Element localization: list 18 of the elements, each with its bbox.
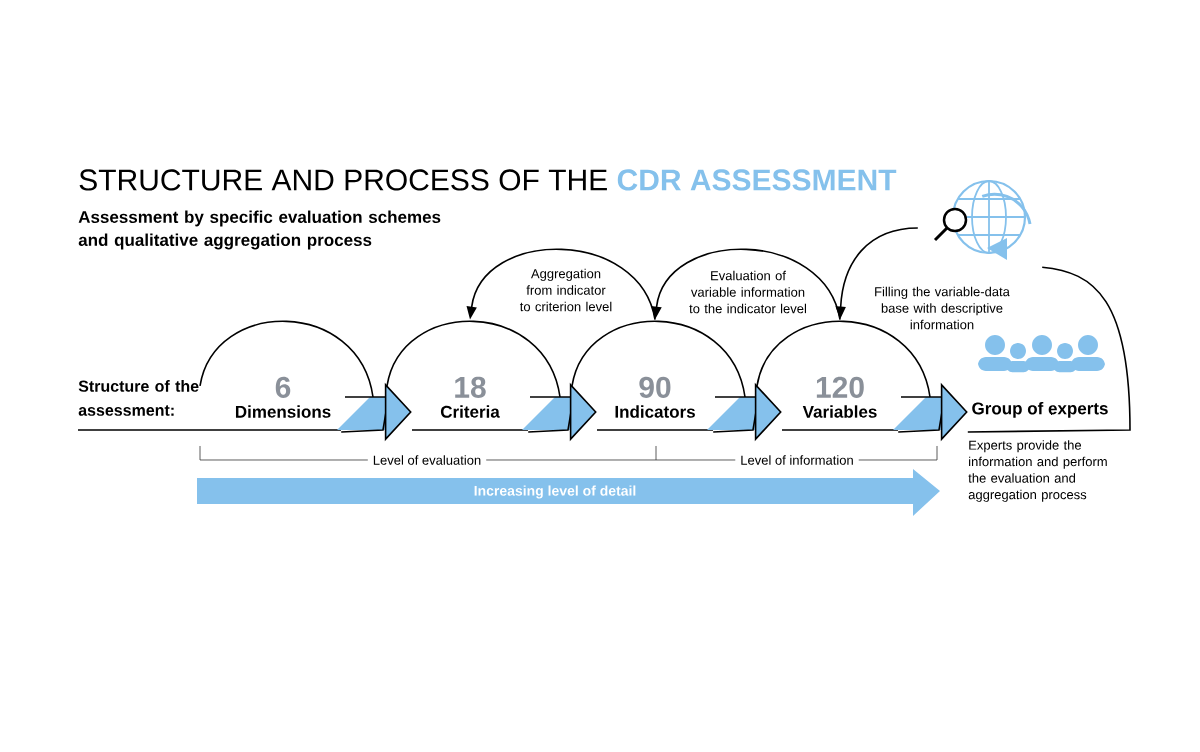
stage-label: 120 Variables <box>802 376 877 418</box>
globe-icon <box>933 179 1032 260</box>
row-label: Structure of the assessment: <box>78 380 199 416</box>
edge-label: Filling the variable-data base with descriptive information <box>875 286 1010 330</box>
curved-arrow <box>466 248 656 321</box>
note: Experts provide the information and perform the evaluation and aggregation process <box>968 440 1107 502</box>
edge-label: Aggregation from indicator to criterion level <box>519 268 612 312</box>
stage-label: 18 Criteria <box>440 376 500 418</box>
stage-label: 6 Dimensions <box>236 376 331 418</box>
stage-label: 90 Indicators <box>615 376 695 418</box>
title: STRUCTURE AND PROCESS OF THE CDR ASSESSMENT <box>79 169 897 191</box>
connector-line <box>967 266 1131 433</box>
curved-arrow <box>651 248 841 321</box>
edge-label: Evaluation of variable information to the indicator level <box>689 270 806 314</box>
subtitle: Assessment by specific evaluation schemes and qualitative aggregation process <box>78 210 441 250</box>
bracket-label: Level of information <box>735 454 859 466</box>
group-label: Group of experts <box>972 401 1108 418</box>
bracket-label: Level of evaluation <box>367 454 487 466</box>
